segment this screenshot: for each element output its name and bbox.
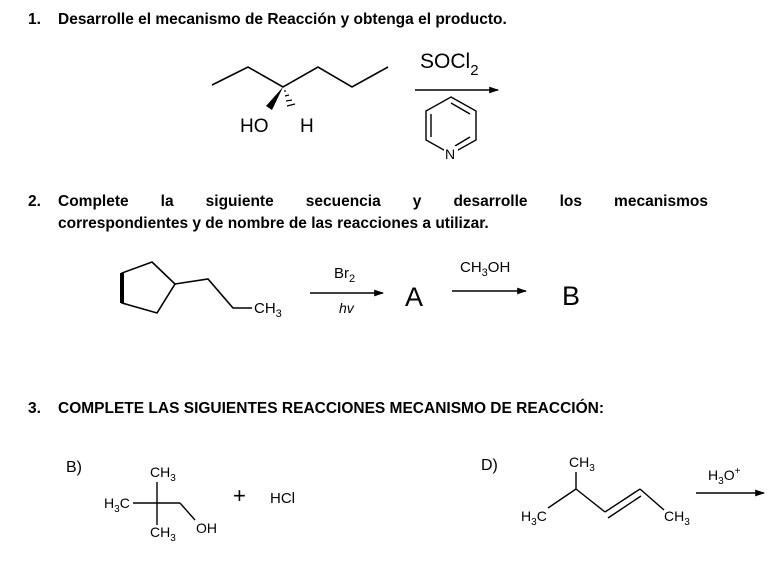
q2-step1-reagent: Br2 xyxy=(334,265,355,285)
q2-step1-condition: hv xyxy=(339,300,355,316)
q3-d-molecule-bonds xyxy=(547,472,665,519)
q1-reagent-label: SOCl2 xyxy=(420,50,479,79)
question-2-heading: 2. Complete la siguiente secuencia y desarrol… xyxy=(28,191,708,235)
q3-b-plus-sign: + xyxy=(233,483,246,508)
question-3-number: 3. xyxy=(28,400,41,417)
q3-b-reagent: HCl xyxy=(270,490,295,507)
question-2-word: y xyxy=(412,193,422,210)
question-3-heading: 3. COMPLETE LAS SIGUIENTES REACCIONES MEC… xyxy=(28,398,604,420)
q3-d-right-methyl: CH3 xyxy=(664,508,690,528)
question-2-number: 2. xyxy=(28,193,41,210)
question-1-text: Desarrolle el mecanismo de Reacción y ob… xyxy=(58,11,507,28)
question-1-number: 1. xyxy=(28,11,41,28)
question-1-heading: 1. Desarrolle el mecanismo de Reacción y … xyxy=(28,9,507,31)
q2-cyclopentane-ring xyxy=(121,261,177,314)
q3-d-label: D) xyxy=(481,457,498,474)
question-2-word: secuencia xyxy=(305,193,381,210)
q3-d-left-methyl: H3C xyxy=(521,508,547,528)
q3-b-hydroxyl: OH xyxy=(196,520,217,536)
q1-hydroxyl-label: HO xyxy=(240,116,269,137)
question-2-line-1: 2. Complete la siguiente secuencia y desarrol… xyxy=(28,191,708,213)
q3-b-left-methyl: H3C xyxy=(104,495,130,515)
q3-d-top-methyl: CH3 xyxy=(569,454,595,474)
question-2-word: los xyxy=(559,193,582,210)
q2-intermediate-a: A xyxy=(405,282,423,312)
q3-b-bottom-methyl: CH3 xyxy=(150,524,176,544)
q1-carbon-chain xyxy=(211,66,389,88)
q2-propyl-chain xyxy=(174,278,252,309)
question-2-word: la xyxy=(160,193,174,210)
q1-substrate-molecule xyxy=(211,66,389,110)
q2-product-b: B xyxy=(562,281,580,311)
question-2-word: Complete xyxy=(58,193,129,210)
question-2-word: desarrolle xyxy=(453,193,528,210)
q2-methyl-label: CH3 xyxy=(254,300,282,320)
q1-hydrogen-label: H xyxy=(300,116,314,137)
question-2-words: Complete la siguiente secuencia y desarrolle l… xyxy=(58,191,708,213)
question-2-word: mecanismos xyxy=(614,193,708,210)
q1-hash-bond xyxy=(284,90,296,107)
question-3-text: COMPLETE LAS SIGUIENTES REACCIONES MECAN… xyxy=(58,400,604,417)
q2-step2-reagent: CH3OH xyxy=(460,259,510,279)
q3-b-molecule-bonds xyxy=(133,482,196,525)
question-2-word: siguiente xyxy=(205,193,274,210)
q1-pyridine-nitrogen: N xyxy=(445,146,455,162)
q3-b-top-methyl: CH3 xyxy=(150,464,176,484)
q1-wedge-bond xyxy=(266,87,283,110)
q3-d-reagent: H3O+ xyxy=(708,466,741,487)
question-2-line-2: correspondientes y de nombre de las reac… xyxy=(58,215,489,232)
q1-pyridine-n-bg xyxy=(444,146,458,160)
q3-b-label: B) xyxy=(66,459,82,476)
q2-substrate-molecule xyxy=(120,261,252,314)
